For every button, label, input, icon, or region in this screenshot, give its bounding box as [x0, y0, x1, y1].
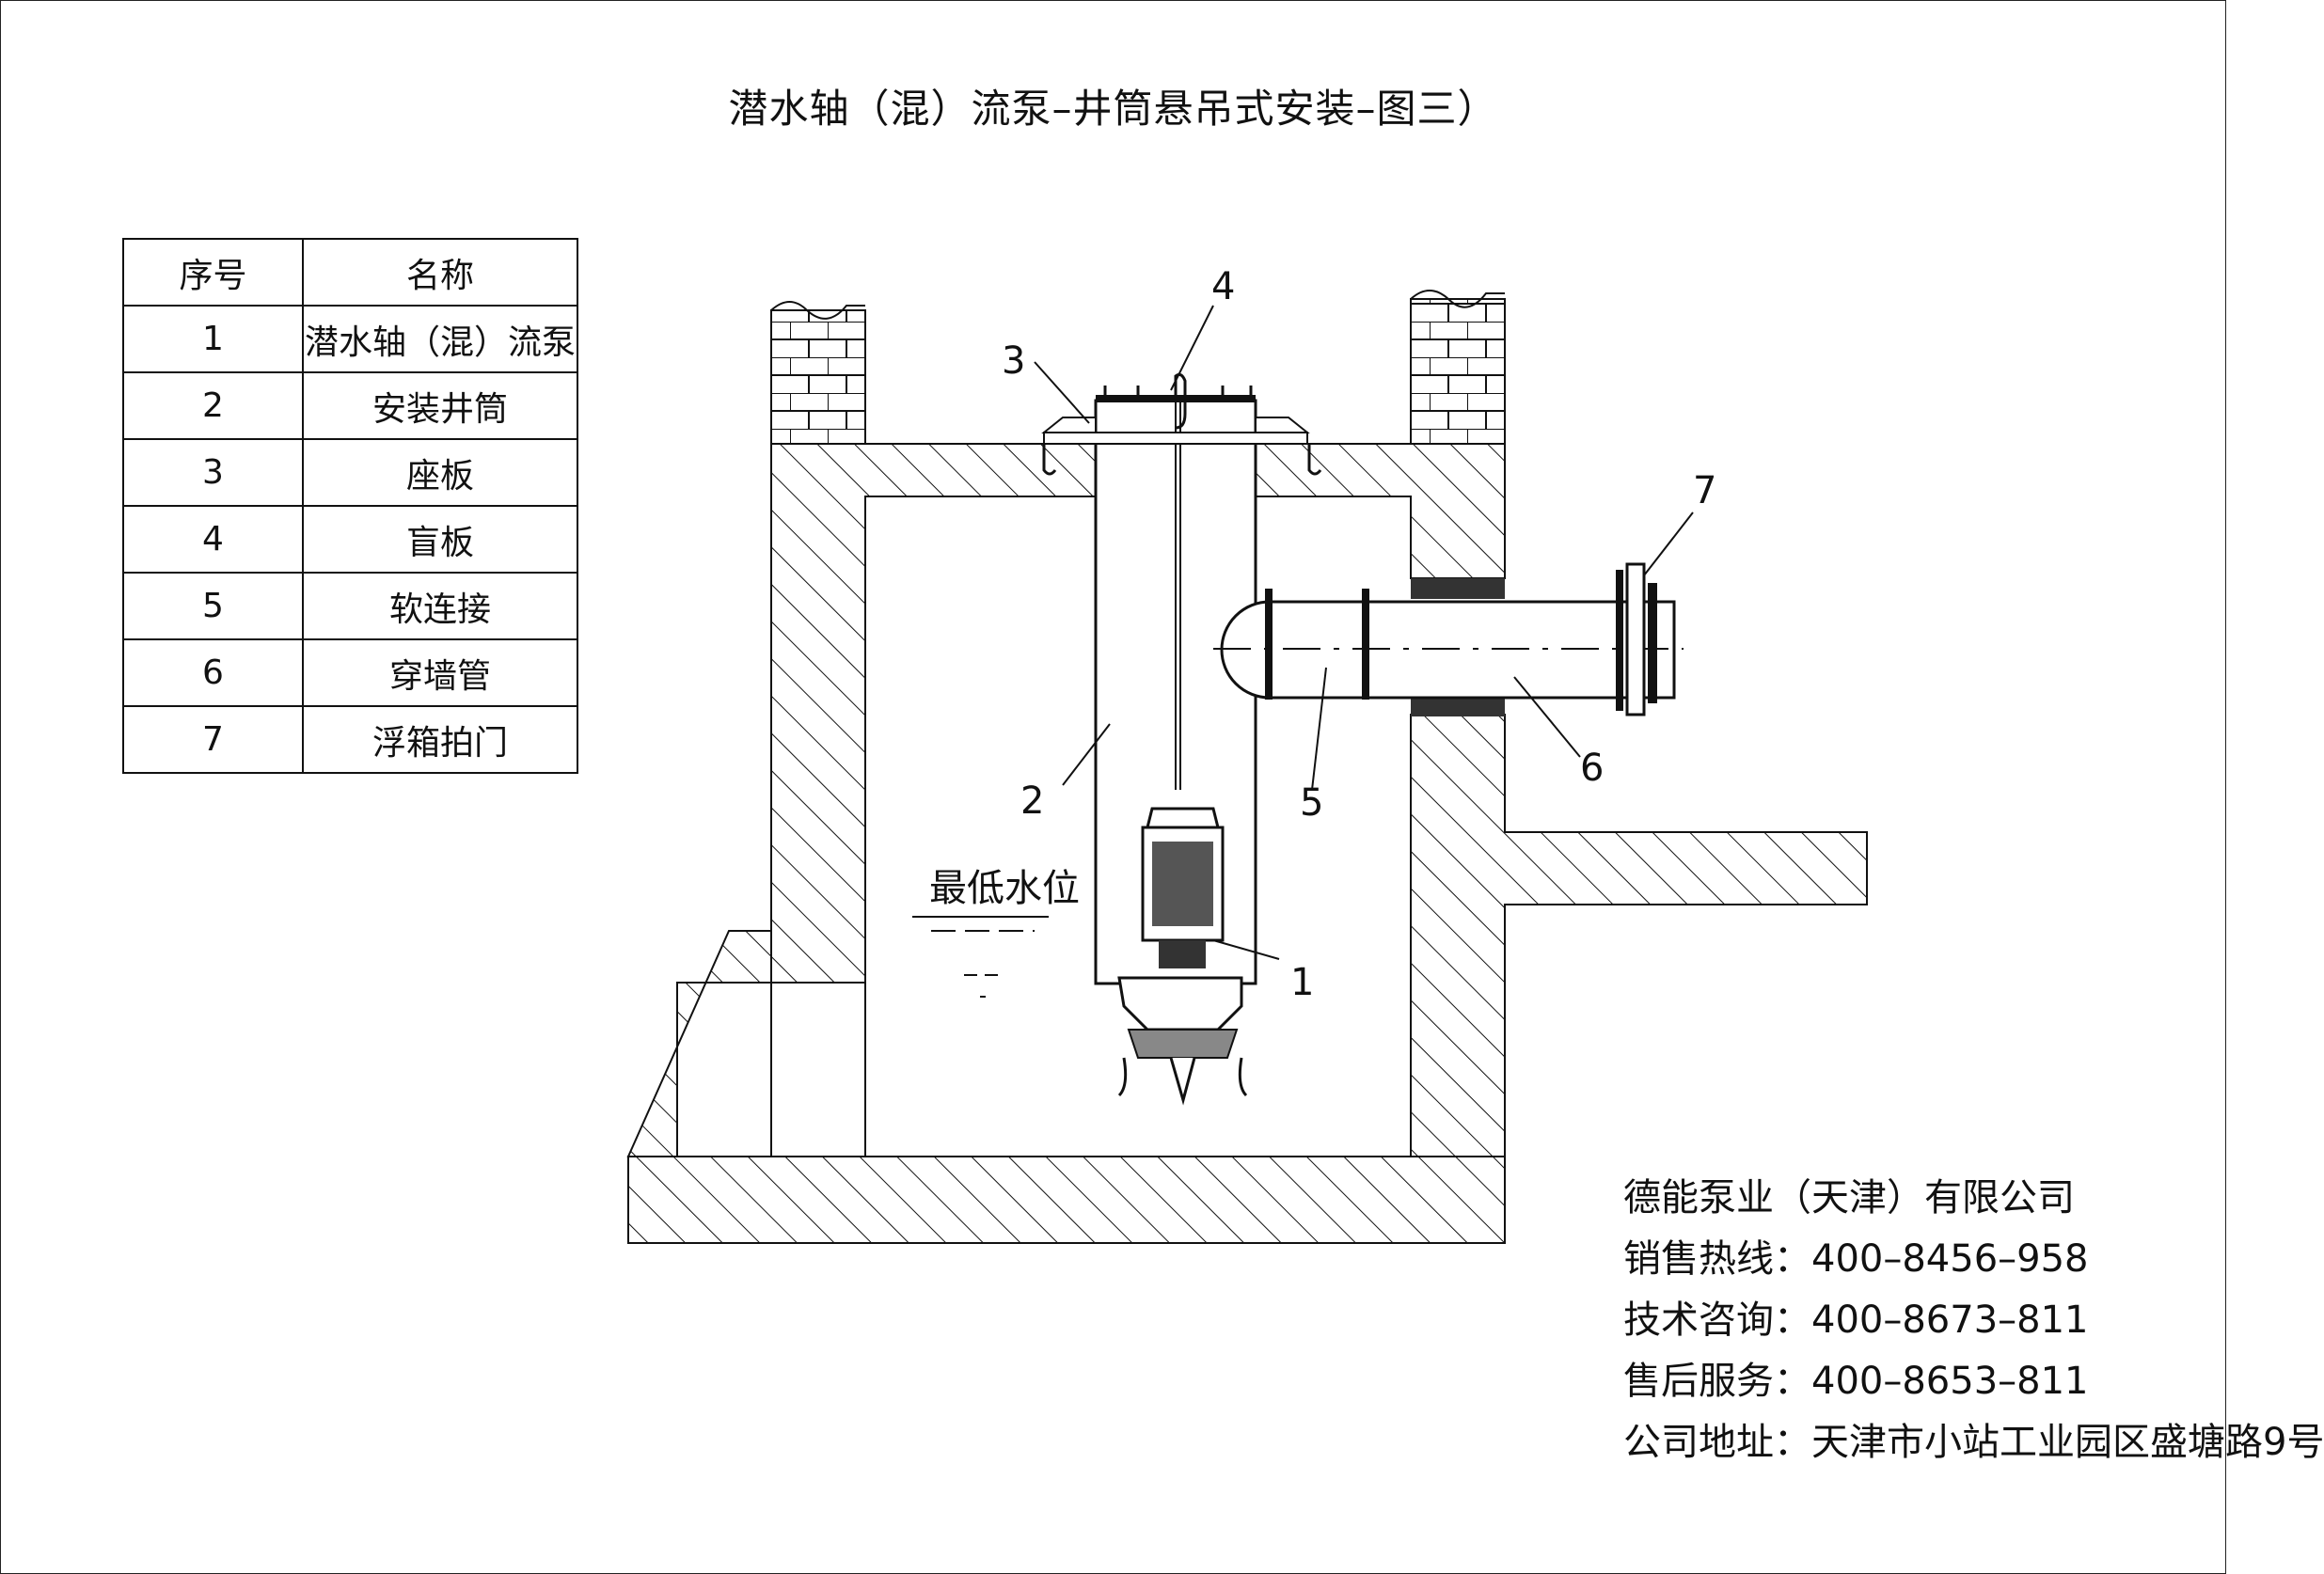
- part-name: 潜水轴（混）流泵: [302, 305, 578, 373]
- table-row: 7 浮箱拍门: [122, 705, 578, 774]
- part-no: 1: [122, 305, 304, 373]
- part-no: 4: [122, 505, 304, 574]
- table-header-row: 序号 名称: [122, 238, 578, 307]
- part-name: 安装井筒: [302, 371, 578, 440]
- callout-2: 2: [1020, 779, 1044, 823]
- drawing-title: 潜水轴（混）流泵–井筒悬吊式安装–图三）: [728, 86, 1498, 132]
- water-level-label: 最低水位: [929, 867, 1080, 910]
- callout-leaders: [1034, 305, 1694, 960]
- part-no: 5: [122, 572, 304, 640]
- installation-drawing: 最低水位 1 2 3 4 5 6 7: [626, 265, 1868, 1244]
- part-name: 软连接: [302, 572, 578, 640]
- part-no: 6: [122, 638, 304, 707]
- concrete-structure: [626, 443, 1868, 1244]
- after-sales: 售后服务：400–8653–811: [1623, 1360, 2089, 1403]
- header-name: 名称: [302, 238, 578, 307]
- part-name: 穿墙管: [302, 638, 578, 707]
- callout-6: 6: [1580, 747, 1604, 790]
- table-row: 4 盲板: [122, 505, 578, 574]
- callout-3: 3: [1002, 339, 1025, 383]
- submersible-pump: [1117, 807, 1248, 1106]
- company-info: 德能泵业（天津）有限公司 销售热线：400–8456–958 技术咨询：400–…: [1623, 1168, 2324, 1473]
- left-brick-wall: [770, 301, 866, 445]
- table-row: 6 穿墙管: [122, 638, 578, 707]
- part-no: 2: [122, 371, 304, 440]
- part-name: 座板: [302, 438, 578, 507]
- company-name: 德能泵业（天津）有限公司: [1623, 1176, 2075, 1220]
- right-brick-wall: [1410, 290, 1506, 445]
- part-name: 盲板: [302, 505, 578, 574]
- part-name: 浮箱拍门: [302, 705, 578, 774]
- sales-hotline: 销售热线：400–8456–958: [1623, 1237, 2089, 1281]
- callout-1: 1: [1290, 961, 1314, 1004]
- callout-7: 7: [1693, 469, 1716, 512]
- part-no: 3: [122, 438, 304, 507]
- company-address: 公司地址：天津市小站工业园区盛塘路9号: [1623, 1421, 2324, 1464]
- tech-consult: 技术咨询：400–8673–811: [1623, 1299, 2089, 1342]
- seat-plate: [1041, 417, 1322, 476]
- callout-4: 4: [1211, 265, 1235, 308]
- table-row: 1 潜水轴（混）流泵: [122, 305, 578, 373]
- callout-5: 5: [1300, 781, 1323, 825]
- table-row: 3 座板: [122, 438, 578, 507]
- header-no: 序号: [122, 238, 304, 307]
- water-level-symbol: [912, 916, 1049, 998]
- wall-pipe: [1213, 562, 1684, 716]
- part-no: 7: [122, 705, 304, 774]
- table-row: 5 软连接: [122, 572, 578, 640]
- parts-table: 序号 名称 1 潜水轴（混）流泵 2 安装井筒 3 座板 4 盲板 5 软连接 …: [122, 238, 578, 774]
- table-row: 2 安装井筒: [122, 371, 578, 440]
